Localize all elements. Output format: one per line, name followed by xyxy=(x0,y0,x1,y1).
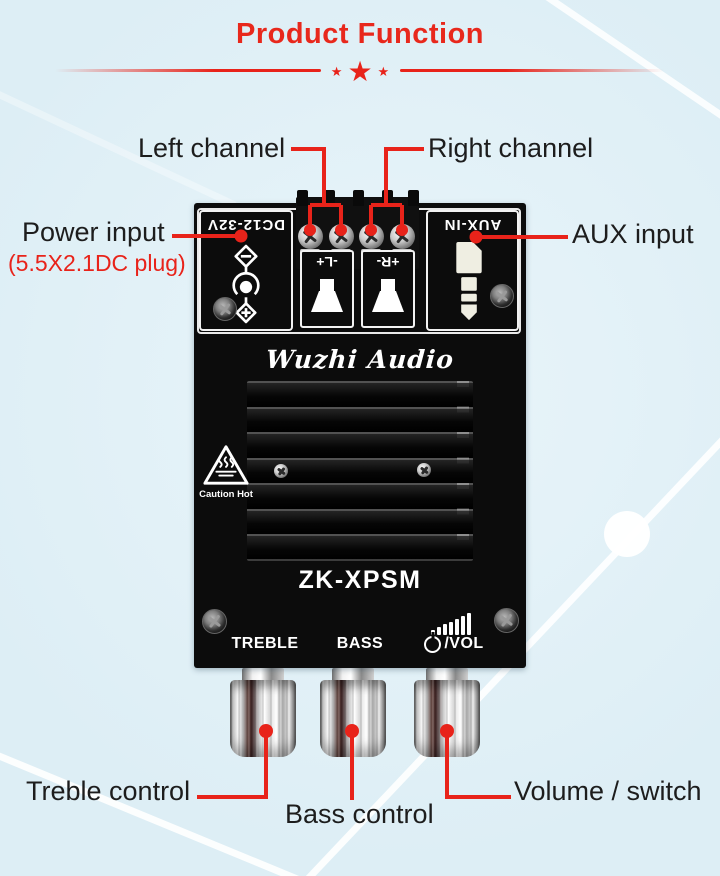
right-speaker-box: +R- xyxy=(361,250,415,328)
heatsink-fin xyxy=(247,432,473,458)
decor-node-circle xyxy=(604,511,650,557)
mount-screw-icon xyxy=(490,284,514,308)
callout-aux-input: AUX input xyxy=(572,219,694,249)
terminal-screw-icon xyxy=(389,224,415,249)
dc-plug-polarity-icon xyxy=(232,244,260,324)
bass-knob xyxy=(320,680,386,757)
callout-right-channel: Right channel xyxy=(428,133,594,163)
heatsink-fin xyxy=(247,381,473,407)
heatsink-fin xyxy=(247,406,473,432)
terminal-divider xyxy=(324,190,335,206)
volume-knob xyxy=(414,680,480,757)
left-speaker-box: -L+ xyxy=(300,250,354,328)
power-port-box: DC12-32V xyxy=(199,210,293,331)
title-divider-left xyxy=(55,69,321,72)
amplifier-board: DC12-32V xyxy=(194,190,526,668)
callout-treble-control: Treble control xyxy=(26,776,191,806)
title-divider-right xyxy=(400,69,664,72)
aux-jack-icon xyxy=(455,241,482,321)
star-icon: ★ xyxy=(330,63,343,79)
treble-knob xyxy=(230,680,296,757)
heatsink-fin xyxy=(247,483,473,509)
aux-port-box: AUX-IN xyxy=(426,210,519,331)
speaker-icon xyxy=(372,279,404,312)
right-speaker-label: +R- xyxy=(376,254,400,270)
callout-left-channel: Left channel xyxy=(138,133,286,163)
power-symbol-icon xyxy=(424,631,442,653)
terminal-divider xyxy=(382,190,393,206)
aux-port-label: AUX-IN xyxy=(443,216,502,233)
terminal-divider xyxy=(353,190,364,206)
heatsink-fin xyxy=(247,534,473,559)
heatsink-fin xyxy=(247,508,473,534)
treble-silk-label: TREBLE xyxy=(231,635,299,652)
star-icon: ★ xyxy=(347,56,373,87)
terminal-screw-icon xyxy=(358,224,384,249)
heatsink-screw-icon xyxy=(417,463,431,477)
terminal-divider xyxy=(297,190,308,206)
terminal-screw-icon xyxy=(297,224,323,249)
terminal-screw-icon xyxy=(328,224,354,249)
mount-screw-icon xyxy=(213,297,237,321)
heatsink-screw-icon xyxy=(274,464,288,478)
star-icon: ★ xyxy=(377,63,390,79)
page-title: Product Function xyxy=(235,18,485,50)
callout-bass-control: Bass control xyxy=(285,799,434,829)
terminal-divider xyxy=(408,190,419,206)
model-number: ZK-XPSM xyxy=(298,566,422,594)
title-star-ornament: ★ ★ ★ xyxy=(322,56,398,86)
caution-hot-icon xyxy=(203,445,249,485)
left-speaker-label: -L+ xyxy=(316,254,338,270)
mount-screw-icon xyxy=(494,608,519,633)
caution-hot-label: Caution Hot xyxy=(199,489,253,500)
heatsink xyxy=(247,381,473,561)
treble-knob-nut xyxy=(242,668,284,682)
speaker-icon xyxy=(311,279,343,312)
power-port-label: DC12-32V xyxy=(206,216,286,233)
brand-logo-text: Wuzhi Audio xyxy=(264,345,456,374)
bass-silk-label: BASS xyxy=(336,635,384,652)
mount-screw-icon xyxy=(202,609,227,634)
volume-silk-group: /VOL xyxy=(418,631,490,653)
callout-volume-switch: Volume / switch xyxy=(514,776,702,806)
volume-silk-label: /VOL xyxy=(444,635,484,652)
callout-power-input: Power input xyxy=(22,217,165,247)
callout-power-plug-spec: (5.5X2.1DC plug) xyxy=(8,250,186,276)
volume-bars-icon xyxy=(431,611,471,635)
